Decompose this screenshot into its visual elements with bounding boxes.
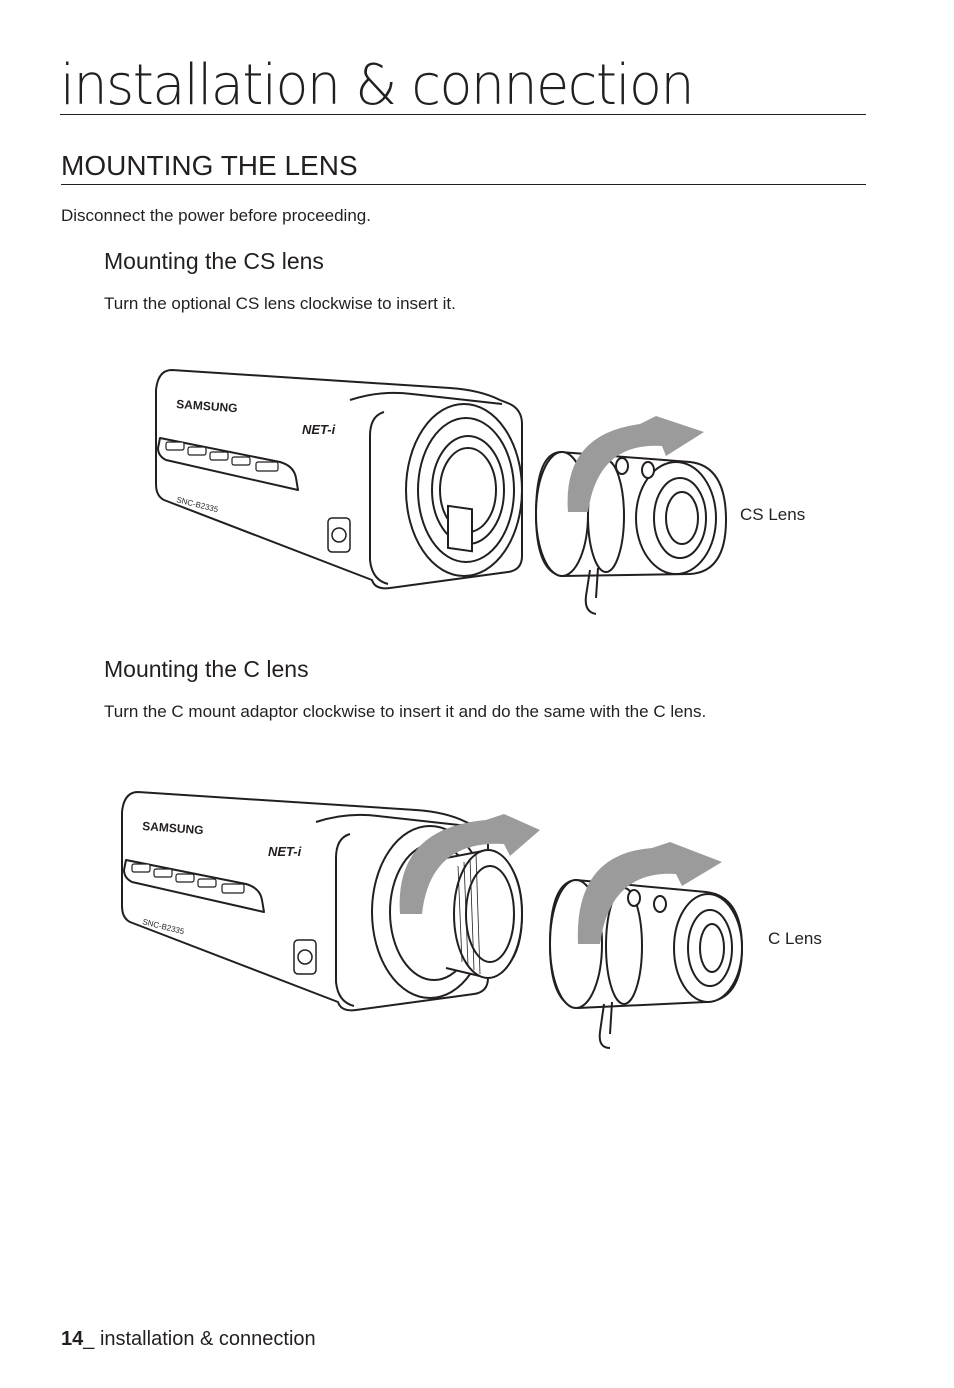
rotation-arrow	[567, 416, 704, 512]
rotation-arrow	[399, 814, 540, 914]
lens-mount	[405, 403, 523, 577]
page-footer: 14_ installation & connection	[61, 1325, 316, 1353]
c-lens-label: C Lens	[768, 929, 822, 948]
camera-logo-label: NET-i	[302, 422, 336, 437]
cs-lens-label: CS Lens	[740, 505, 806, 524]
c-lens	[548, 878, 744, 1049]
footer-chapter: installation & connection	[99, 1328, 316, 1350]
camera-brand-label: SAMSUNG	[176, 397, 238, 415]
camera-buttons	[165, 441, 279, 472]
cs-lens-heading: Mounting the CS lens	[104, 248, 324, 274]
footer-separator: _	[83, 1328, 100, 1350]
camera-buttons	[131, 863, 245, 894]
chapter-title: installation & connection	[60, 58, 866, 115]
camera-connector	[293, 939, 317, 975]
power-warning-text: Disconnect the power before proceeding.	[61, 206, 371, 225]
camera-brand-label: SAMSUNG	[142, 819, 204, 837]
cs-lens	[534, 450, 728, 615]
c-lens-heading: Mounting the C lens	[104, 656, 309, 682]
c-lens-instruction: Turn the C mount adaptor clockwise to in…	[104, 702, 707, 721]
rotation-arrow	[577, 842, 722, 944]
cs-lens-illustration: SAMSUNG NET-i SNC-B2335	[155, 369, 728, 615]
cs-lens-instruction: Turn the optional CS lens clockwise to i…	[104, 294, 456, 313]
section-title: MOUNTING THE LENS	[61, 148, 866, 185]
camera-logo-label: NET-i	[268, 844, 302, 859]
c-lens-illustration: SAMSUNG NET-i SNC-B2335	[121, 791, 744, 1049]
page-number: 14	[61, 1328, 84, 1350]
camera-connector	[327, 517, 351, 553]
